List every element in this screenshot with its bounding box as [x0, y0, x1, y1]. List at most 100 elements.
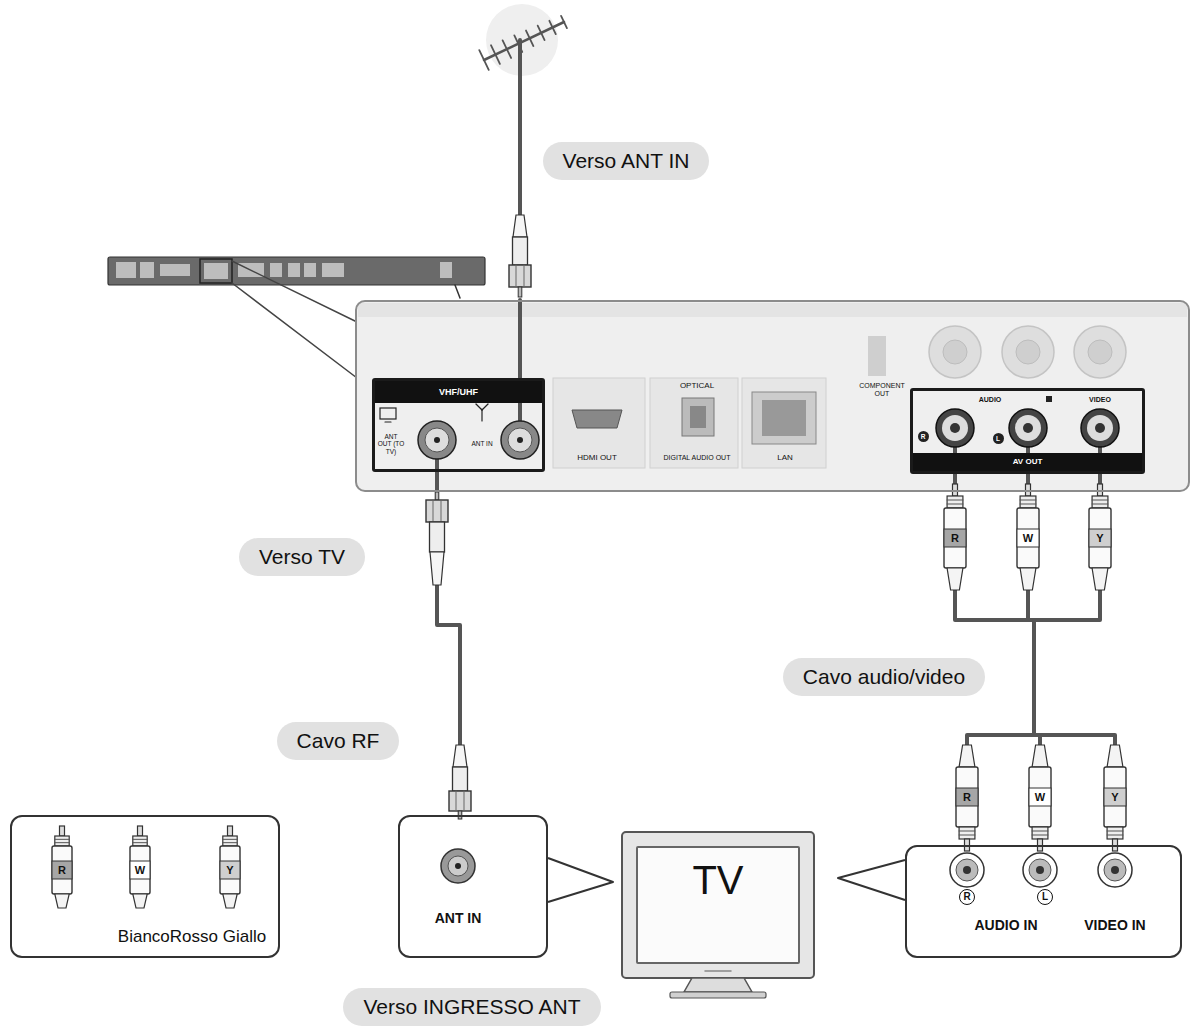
callout-detail	[455, 863, 461, 869]
rca-plug	[1098, 484, 1103, 496]
callout-box: RLAUDIO INVIDEO IN	[905, 845, 1182, 958]
callout-detail	[548, 858, 613, 902]
rear-panel-drawing	[1046, 396, 1052, 402]
rear-panel-drawing	[868, 336, 886, 376]
rca-plug	[223, 894, 237, 908]
rear-panel-drawing	[682, 398, 714, 436]
rca-plug	[223, 836, 237, 846]
legend-text: BiancoRosso Giallo	[118, 927, 266, 947]
rf-plug	[449, 745, 471, 819]
rca-plug	[60, 826, 65, 836]
player-overview	[160, 264, 190, 276]
rf-plug	[441, 500, 442, 522]
tv-set	[705, 970, 731, 972]
player-overview	[200, 259, 232, 283]
callout-detail	[448, 856, 468, 876]
rca-plug	[956, 767, 978, 827]
plug-letter: R	[55, 863, 69, 878]
antenna	[503, 40, 511, 58]
rear-panel-drawing	[1009, 409, 1047, 447]
rca-plug	[956, 745, 978, 851]
cable	[955, 590, 1034, 620]
rear-panel-drawing	[762, 400, 806, 436]
rf-plug	[426, 492, 448, 585]
rf-plug	[513, 215, 527, 237]
rca-plug	[944, 529, 966, 547]
callout-detail	[838, 860, 905, 900]
callout-detail	[1023, 853, 1057, 887]
player-overview	[288, 263, 300, 277]
rca-plug	[1092, 504, 1108, 505]
cable	[435, 492, 439, 500]
tv-screen: TV	[636, 846, 800, 964]
rca-plug	[1017, 508, 1039, 568]
rca-plug	[220, 826, 240, 908]
rca-plug	[947, 568, 963, 590]
cable-label: Verso ANT IN	[563, 149, 690, 173]
port-label: DIGITAL AUDIO OUT	[664, 454, 731, 462]
rca-plug	[1029, 745, 1051, 851]
rca-plug	[55, 842, 69, 843]
rf-plug	[518, 287, 522, 297]
rear-panel-drawing	[517, 437, 523, 443]
callout-detail	[1111, 866, 1119, 874]
callout-detail	[441, 849, 475, 883]
rf-plug	[433, 500, 434, 522]
channel-marker: R	[959, 889, 975, 905]
rca-plug	[138, 826, 143, 836]
rear-panel-drawing	[1081, 409, 1119, 447]
rear-panel-drawing	[425, 428, 449, 452]
player-overview	[116, 262, 136, 278]
rca-plug	[1020, 500, 1036, 501]
antenna	[491, 45, 500, 64]
rca-plug	[223, 842, 237, 843]
rca-plug	[1092, 568, 1108, 590]
rca-plug	[220, 846, 240, 894]
rf-plug	[453, 745, 467, 767]
player-overview	[232, 283, 357, 378]
port-label: ANT OUT (TO TV)	[377, 433, 405, 455]
rca-plug	[133, 894, 147, 908]
channel-marker: L	[1037, 889, 1053, 905]
cable	[1034, 590, 1100, 620]
rear-panel-drawing	[482, 404, 488, 410]
rca-plug	[947, 496, 963, 508]
rca-plug	[953, 484, 958, 496]
rf-plug	[426, 500, 448, 522]
rear-panel-drawing	[950, 423, 960, 433]
rca-plug	[130, 861, 150, 879]
player-overview	[140, 262, 154, 278]
rca-plug	[228, 826, 233, 836]
port-label: VIDEO	[1089, 396, 1111, 404]
player-overview	[232, 261, 357, 322]
rear-panel-drawing	[355, 300, 1190, 492]
rear-panel-drawing	[434, 437, 440, 443]
antenna	[479, 4, 567, 215]
callout-detail	[548, 858, 613, 902]
rca-plug	[1017, 529, 1039, 547]
rear-panel-drawing	[1015, 415, 1041, 441]
player-overview	[322, 263, 344, 277]
rca-plug	[1104, 788, 1126, 806]
callout-detail	[1036, 866, 1044, 874]
callout-pill: Verso TV	[239, 538, 365, 576]
rear-panel-drawing	[1087, 415, 1113, 441]
rca-plug	[133, 842, 147, 843]
channel-marker: R	[918, 431, 929, 442]
rear-panel-drawing	[358, 303, 1187, 317]
rear-panel-drawing	[1088, 340, 1112, 364]
rear-panel-drawing	[481, 409, 482, 421]
antenna	[526, 31, 533, 46]
tv-set	[622, 832, 814, 978]
callout-pill: Verso INGRESSO ANT	[343, 988, 600, 1026]
callout-pill: Verso ANT IN	[543, 142, 710, 180]
cable-label: Verso INGRESSO ANT	[363, 995, 580, 1019]
rca-plug	[1107, 835, 1123, 836]
rear-panel-drawing	[650, 378, 738, 468]
rf-plug	[456, 791, 457, 811]
rf-plug	[524, 265, 525, 287]
rca-plug	[959, 831, 975, 832]
rca-plug	[1020, 568, 1036, 590]
rca-plug	[1017, 484, 1039, 590]
